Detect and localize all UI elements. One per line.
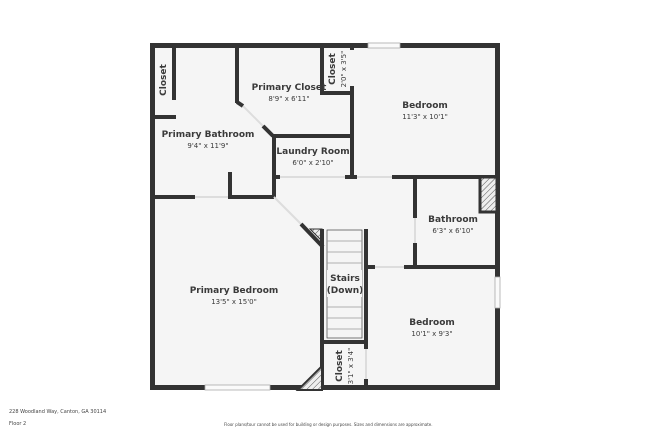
closet-hatch	[295, 363, 323, 391]
primary-bathroom-dims: 9'4" x 11'9"	[187, 142, 228, 150]
primary-closet-label: Primary Closet	[252, 83, 327, 93]
bedroom-b-label: Bedroom	[409, 318, 455, 328]
bedroom-a-dims: 11'3" x 10'1"	[402, 113, 448, 121]
closet-b-label: Closet	[328, 52, 338, 84]
laundry-label: Laundry Room	[276, 147, 349, 157]
windows	[204, 42, 501, 391]
bath-fixture-hatch	[478, 175, 499, 214]
disclaimer: Floor plans/tour cannot be used for buil…	[224, 422, 433, 427]
address: 228 Woodland Way, Canton, GA 30114	[9, 409, 107, 415]
floor-label: Floor 2	[9, 421, 27, 427]
primary-bedroom-label: Primary Bedroom	[190, 286, 279, 296]
stairs-direction: (Down)	[327, 286, 364, 296]
floor-area	[150, 43, 500, 390]
primary-closet-dims: 8'9" x 6'11"	[268, 95, 309, 103]
laundry-dims: 6'0" x 2'10"	[292, 159, 333, 167]
closet-a-label: Closet	[159, 63, 169, 95]
primary-bathroom-label: Primary Bathroom	[162, 130, 255, 140]
walls	[150, 43, 500, 390]
stairs-label: Stairs	[330, 274, 360, 284]
primary-bedroom-dims: 13'5" x 15'0"	[211, 298, 257, 306]
bedroom-a-label: Bedroom	[402, 101, 448, 111]
bathroom-dims: 6'3" x 6'10"	[432, 227, 473, 235]
bathroom-label: Bathroom	[428, 215, 478, 225]
closet-b-dims: 2'0" x 3'5"	[340, 51, 348, 88]
closet-c-dims: 3'1" x 3'4"	[347, 348, 355, 385]
bedroom-b-dims: 10'1" x 9'3"	[411, 330, 452, 338]
closet-c-label: Closet	[335, 349, 345, 381]
